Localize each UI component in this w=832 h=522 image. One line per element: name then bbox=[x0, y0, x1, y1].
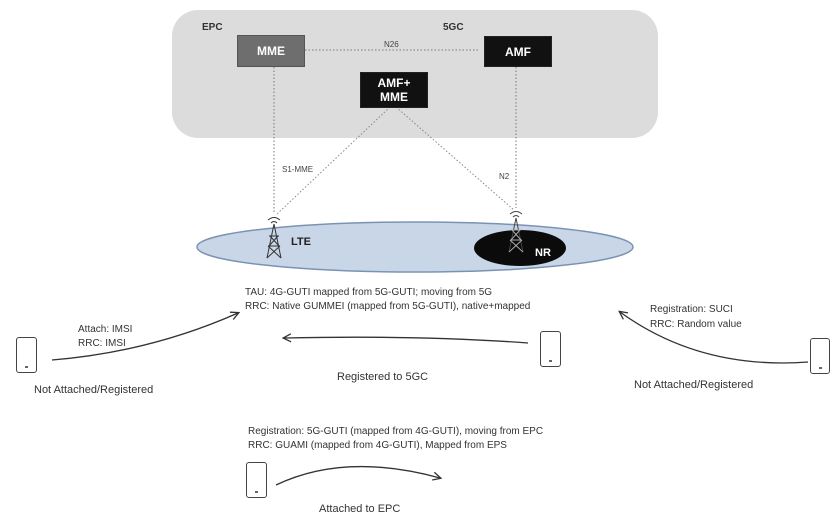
attach-text-line2: RRC: IMSI bbox=[78, 338, 126, 349]
not-attached-left-label: Not Attached/Registered bbox=[34, 384, 154, 396]
attached-epc-arrow bbox=[275, 465, 440, 486]
reg-guti-text-line1: Registration: 5G-GUTI (mapped from 4G-GU… bbox=[248, 426, 544, 437]
nr-label: NR bbox=[535, 247, 551, 259]
amf-mme-to-nr-link bbox=[395, 106, 515, 211]
registered-5gc-label: Registered to 5GC bbox=[337, 371, 429, 383]
s1-mme-label: S1-MME bbox=[282, 165, 314, 174]
5gc-label: 5GC bbox=[443, 22, 464, 33]
attach-arrow bbox=[51, 313, 238, 361]
attach-text-line1: Attach: IMSI bbox=[78, 324, 133, 335]
amf-label: AMF bbox=[505, 44, 531, 59]
lte-label: LTE bbox=[291, 236, 311, 248]
amf-mme-label-line2: MME bbox=[380, 90, 408, 104]
amf-node: AMF bbox=[484, 36, 552, 67]
amf-mme-node: AMF+ MME bbox=[360, 72, 428, 108]
reg-suci-text-line2: RRC: Random value bbox=[650, 319, 742, 330]
ue-phone-bottom-icon bbox=[246, 462, 267, 498]
n26-label: N26 bbox=[384, 40, 399, 49]
mme-label: MME bbox=[257, 44, 285, 58]
nr-cell bbox=[474, 230, 566, 266]
mme-node: MME bbox=[237, 35, 305, 67]
registration-suci-arrow bbox=[620, 312, 809, 364]
registered-5gc-arrow bbox=[284, 337, 529, 344]
tau-text-line1: TAU: 4G-GUTI mapped from 5G-GUTI; moving… bbox=[245, 287, 493, 298]
ue-phone-left-icon bbox=[16, 337, 37, 373]
ue-phone-right-icon bbox=[810, 338, 830, 374]
epc-label: EPC bbox=[202, 22, 223, 33]
amf-mme-to-lte-link bbox=[275, 106, 391, 216]
lte-tower-icon bbox=[266, 217, 282, 259]
amf-mme-label-line1: AMF+ bbox=[377, 76, 411, 90]
ue-phone-center-icon bbox=[540, 331, 561, 367]
tau-text-line2: RRC: Native GUMMEI (mapped from 5G-GUTI)… bbox=[245, 301, 531, 312]
n2-label: N2 bbox=[499, 172, 510, 181]
reg-guti-text-line2: RRC: GUAMI (mapped from 4G-GUTI), Mapped… bbox=[248, 440, 507, 451]
reg-suci-text-line1: Registration: SUCI bbox=[650, 304, 733, 315]
not-attached-right-label: Not Attached/Registered bbox=[634, 379, 754, 391]
ran-coverage-ellipse bbox=[196, 221, 634, 273]
attached-epc-label: Attached to EPC bbox=[319, 503, 401, 515]
5gc-core-area bbox=[410, 10, 658, 138]
nr-tower-icon bbox=[508, 211, 524, 253]
